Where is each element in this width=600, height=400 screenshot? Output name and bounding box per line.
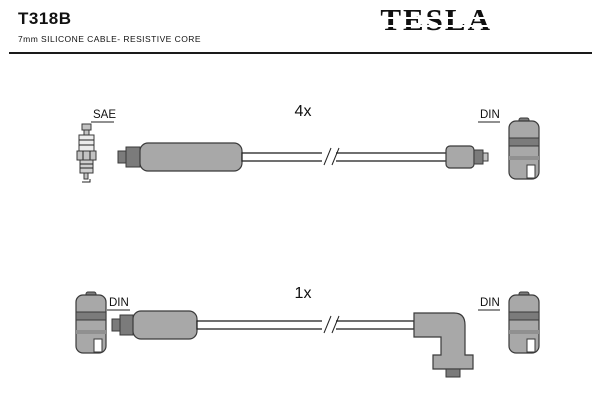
plug-hex-body bbox=[76, 150, 97, 161]
break-slash bbox=[323, 147, 332, 166]
terminal-notch bbox=[526, 164, 536, 179]
connector-pin bbox=[482, 152, 489, 162]
cable-wire bbox=[241, 152, 449, 162]
cable-break-icon bbox=[322, 147, 340, 166]
plug-thread bbox=[79, 159, 94, 174]
break-gap bbox=[322, 151, 336, 163]
din-terminal-icon bbox=[508, 117, 540, 180]
connector-step bbox=[473, 149, 484, 165]
cable-wire bbox=[196, 320, 415, 330]
plug-ground-electrode bbox=[82, 179, 91, 183]
distributor-connector bbox=[445, 145, 475, 169]
terminal-groove bbox=[509, 330, 539, 334]
part-number: T318B bbox=[18, 9, 72, 28]
din-terminal-icon bbox=[508, 291, 540, 354]
terminal-band bbox=[508, 311, 540, 321]
tesla-logo-text: TESLA bbox=[380, 2, 492, 37]
plug-center-electrode bbox=[83, 172, 89, 180]
cable-assembly-top: 4x SAE bbox=[76, 103, 540, 183]
part-description: 7mm SILICONE CABLE- RESISTIVE CORE bbox=[18, 34, 201, 44]
right-connector-label: DIN bbox=[480, 109, 500, 121]
logo-stripe bbox=[382, 17, 490, 19]
quantity-label: 1x bbox=[295, 285, 312, 302]
cable-assembly-bottom: 1x DIN DIN bbox=[75, 285, 540, 378]
terminal-notch bbox=[93, 338, 103, 353]
boot-cap bbox=[125, 146, 141, 168]
cable-break-icon bbox=[322, 315, 340, 334]
plug-terminal-nut bbox=[81, 123, 92, 131]
break-slash bbox=[323, 315, 332, 334]
cable-kit-diagram: 4x SAE bbox=[75, 103, 540, 378]
tesla-logo: TESLA bbox=[380, 2, 492, 40]
terminal-band bbox=[75, 311, 107, 321]
elbow-terminal-stub bbox=[445, 368, 461, 378]
left-connector-label: SAE bbox=[93, 109, 116, 121]
plug-insulator bbox=[78, 134, 95, 152]
straight-boot bbox=[132, 310, 198, 340]
terminal-groove bbox=[76, 330, 106, 334]
plug-stem bbox=[83, 129, 90, 136]
header-divider bbox=[9, 52, 592, 54]
boot-cap bbox=[119, 314, 134, 336]
break-gap bbox=[322, 319, 336, 331]
din-terminal-icon bbox=[75, 291, 107, 354]
quantity-label: 4x bbox=[295, 103, 312, 120]
right-connector-label: DIN bbox=[480, 297, 500, 309]
break-slash bbox=[331, 147, 340, 166]
straight-boot bbox=[139, 142, 243, 172]
left-connector-label: DIN bbox=[109, 297, 129, 309]
elbow-boot bbox=[413, 312, 474, 370]
logo-stripe bbox=[382, 25, 490, 27]
break-slash bbox=[331, 315, 340, 334]
terminal-groove bbox=[509, 156, 539, 160]
spark-plug-icon bbox=[76, 123, 97, 183]
terminal-band bbox=[508, 137, 540, 147]
terminal-notch bbox=[526, 338, 536, 353]
